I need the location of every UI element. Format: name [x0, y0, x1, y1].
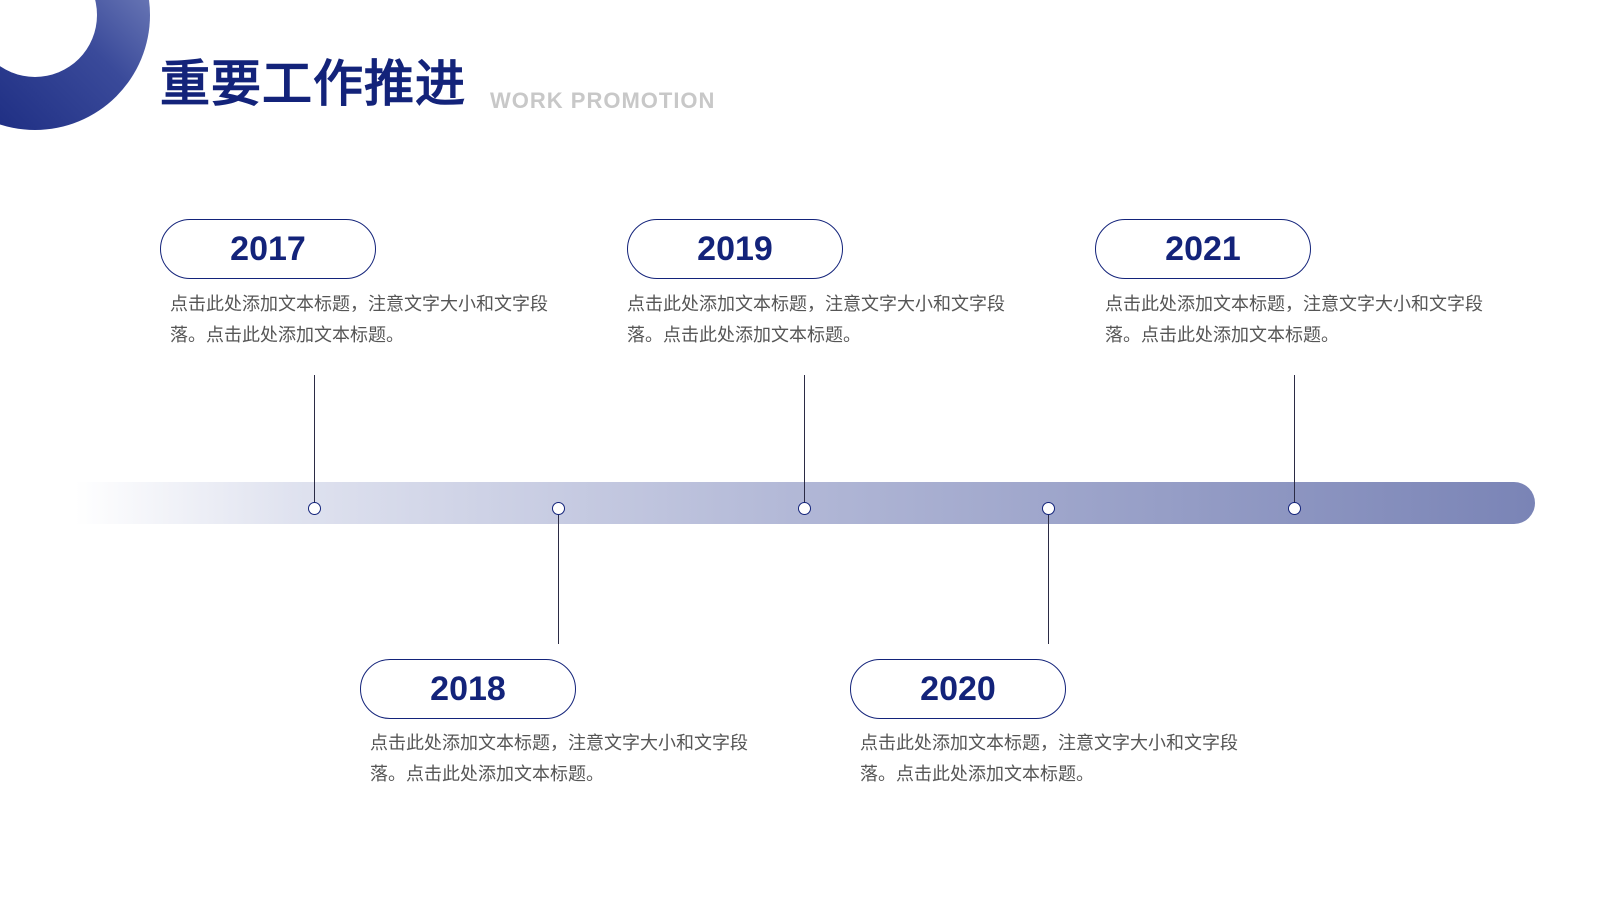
timeline-connector-2018	[558, 508, 559, 644]
timeline-desc-2021: 点击此处添加文本标题，注意文字大小和文字段落。点击此处添加文本标题。	[1105, 294, 1483, 346]
timeline-dot-2019	[798, 502, 811, 515]
timeline-desc-2017: 点击此处添加文本标题，注意文字大小和文字段落。点击此处添加文本标题。	[170, 294, 548, 346]
timeline-connector-2019	[804, 375, 805, 508]
timeline-dot-2021	[1288, 502, 1301, 515]
year-pill-2020: 2020	[850, 659, 1066, 719]
year-pill-2021: 2021	[1095, 219, 1311, 279]
timeline-dot-2017	[308, 502, 321, 515]
timeline-connector-2021	[1294, 375, 1295, 508]
timeline-dot-2020	[1042, 502, 1055, 515]
timeline-connector-2020	[1048, 508, 1049, 644]
year-pill-2017: 2017	[160, 219, 376, 279]
page-subtitle: WORK PROMOTION	[490, 88, 716, 113]
page-title: 重要工作推进	[160, 55, 466, 113]
year-pill-2018: 2018	[360, 659, 576, 719]
timeline-connector-2017	[314, 375, 315, 508]
timeline-desc-2020: 点击此处添加文本标题，注意文字大小和文字段落。点击此处添加文本标题。	[860, 733, 1238, 785]
timeline-dot-2018	[552, 502, 565, 515]
timeline-desc-2019: 点击此处添加文本标题，注意文字大小和文字段落。点击此处添加文本标题。	[627, 294, 1005, 346]
timeline-desc-2018: 点击此处添加文本标题，注意文字大小和文字段落。点击此处添加文本标题。	[370, 733, 748, 785]
year-pill-2019: 2019	[627, 219, 843, 279]
